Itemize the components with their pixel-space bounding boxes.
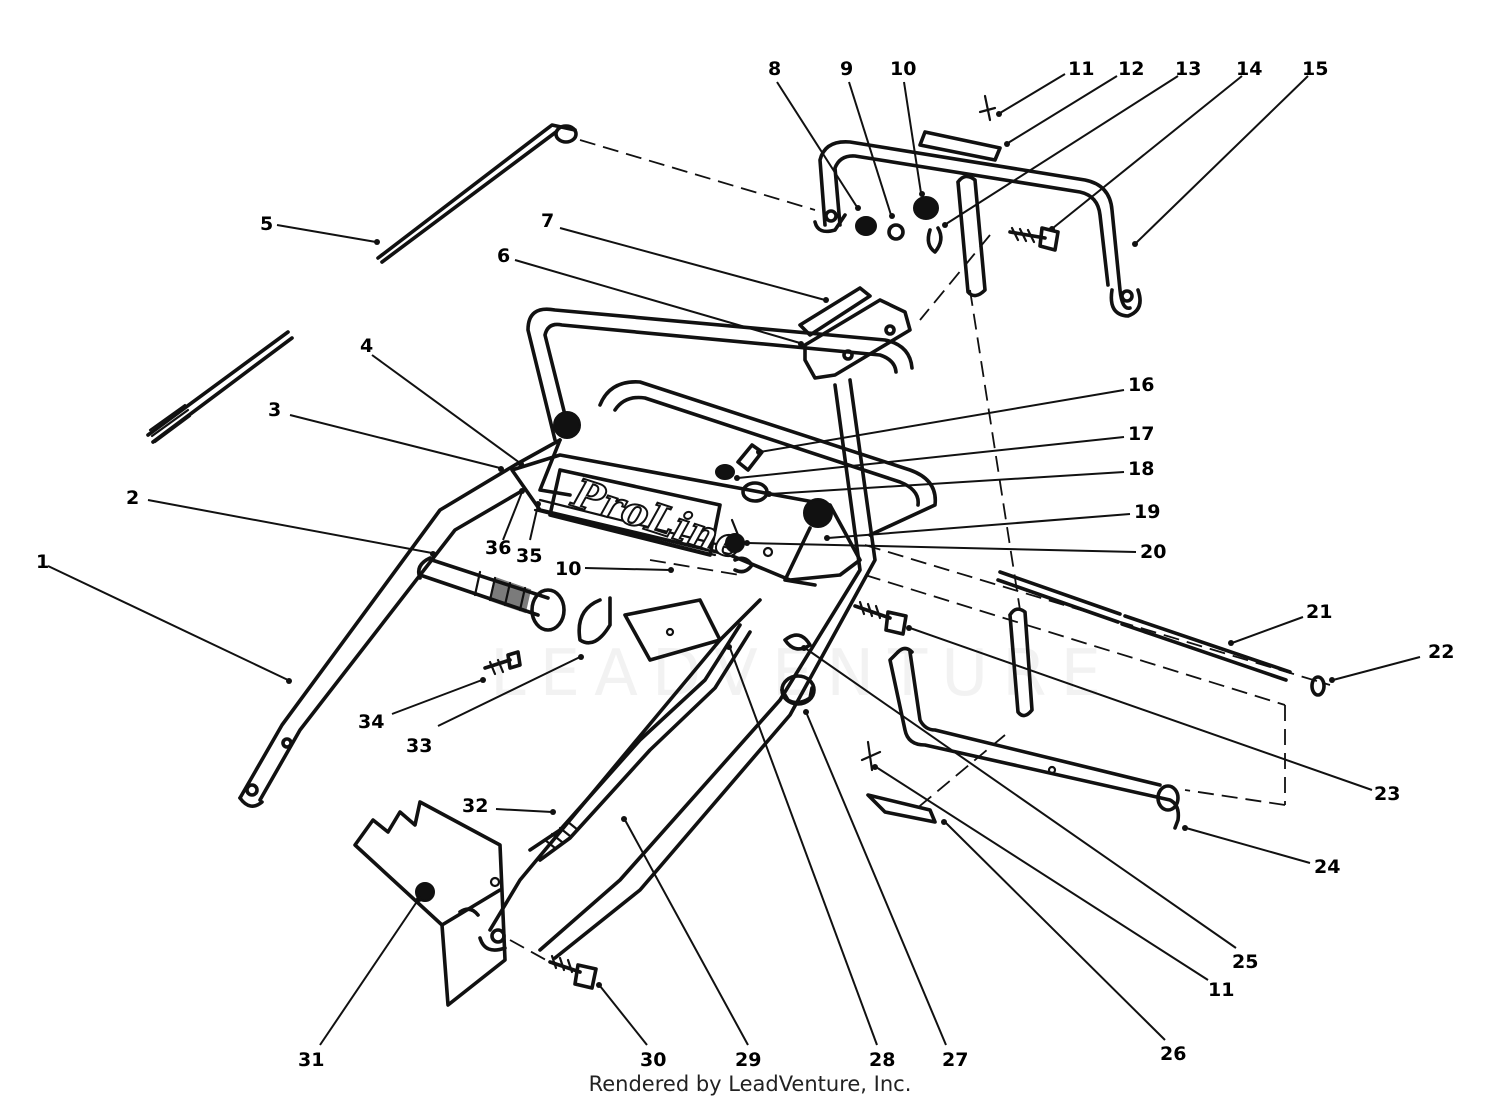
part-clamp-33 — [483, 596, 612, 676]
part-bolt-23 — [853, 600, 908, 636]
callout-11-bottom: 11 — [1208, 979, 1234, 1001]
callout-labels: 1 2 3 4 5 6 7 8 9 10 10 11 11 12 13 14 1… — [36, 58, 1454, 1070]
callout-32: 32 — [462, 795, 488, 817]
part-lower-bail-24 — [888, 646, 1181, 830]
credit-footer: Rendered by LeadVenture, Inc. — [588, 1072, 912, 1096]
callout-29: 29 — [735, 1049, 761, 1070]
callout-10-top: 10 — [890, 58, 916, 80]
part-mount-bracket-31 — [353, 800, 507, 1007]
callout-11-top: 11 — [1068, 58, 1094, 80]
callout-36: 36 — [485, 537, 511, 559]
callout-4: 4 — [360, 335, 373, 357]
part-cable-28 — [528, 623, 752, 862]
callout-2: 2 — [126, 487, 139, 509]
callout-16: 16 — [1128, 374, 1154, 396]
part-threaded-rod-3 — [146, 330, 294, 444]
upper-hardware — [855, 196, 943, 254]
callout-31: 31 — [298, 1049, 324, 1070]
callout-34: 34 — [358, 711, 384, 733]
callout-14: 14 — [1236, 58, 1262, 80]
cable-bracket — [623, 598, 722, 662]
vertical-tube — [956, 174, 1034, 718]
callout-13: 13 — [1175, 58, 1201, 80]
callout-35: 35 — [516, 545, 542, 567]
callout-27: 27 — [942, 1049, 968, 1070]
callout-1: 1 — [36, 551, 49, 573]
callout-5: 5 — [260, 213, 273, 235]
part-sleeve-12 — [918, 94, 1002, 162]
callout-25: 25 — [1232, 951, 1258, 973]
callout-8: 8 — [768, 58, 781, 80]
part-bolt-30 — [548, 954, 598, 990]
callout-28: 28 — [869, 1049, 895, 1070]
callout-20: 20 — [1140, 541, 1166, 563]
callout-10-mid: 10 — [555, 558, 581, 580]
callout-9: 9 — [840, 58, 853, 80]
callout-3: 3 — [268, 399, 281, 421]
callout-19: 19 — [1134, 501, 1160, 523]
callout-30: 30 — [640, 1049, 666, 1070]
part-knob-27 — [780, 633, 816, 706]
callout-24: 24 — [1314, 856, 1340, 878]
callout-12: 12 — [1118, 58, 1144, 80]
part-rod-21 — [996, 570, 1326, 697]
part-rod-5 — [376, 123, 578, 264]
parts-diagram: LEADVENTURE — [36, 58, 1454, 1070]
callout-7: 7 — [541, 210, 554, 232]
callout-15: 15 — [1302, 58, 1328, 80]
callout-22: 22 — [1428, 641, 1454, 663]
part-cable-2 — [416, 556, 566, 632]
callout-33: 33 — [406, 735, 432, 757]
alignment-lines — [509, 139, 1331, 966]
callout-17: 17 — [1128, 423, 1154, 445]
callout-18: 18 — [1128, 458, 1154, 480]
callout-23: 23 — [1374, 783, 1400, 805]
part-main-handle-1 — [238, 307, 938, 960]
callout-26: 26 — [1160, 1043, 1186, 1065]
part-pivot-26 — [860, 740, 937, 824]
callout-21: 21 — [1306, 601, 1332, 623]
callout-6: 6 — [497, 245, 510, 267]
leader-lines — [47, 73, 1421, 1046]
